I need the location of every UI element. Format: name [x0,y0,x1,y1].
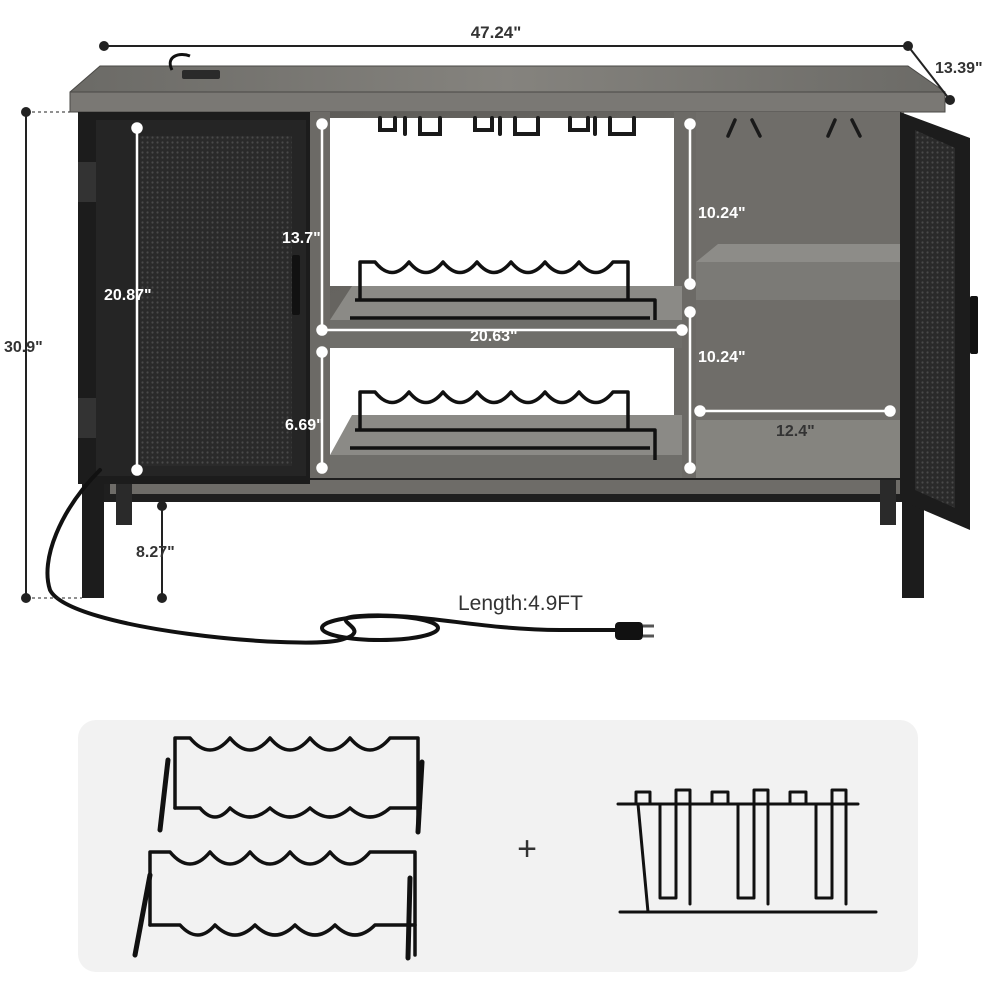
center-shelf [330,286,682,320]
plug-prongs [643,624,654,638]
inner-dimension-lines [131,118,896,476]
depth-dim-line [907,45,951,101]
right-width-dim-left [694,405,706,417]
plus-sign: + [517,830,537,868]
upper-open-dim-top [316,118,328,130]
center-width-label: 20.63" [470,328,518,345]
leg-back-right [880,480,896,525]
center-width-dim-right [676,324,688,336]
right-width-dim-right [884,405,896,417]
right-shelf-edge [696,262,902,300]
right-upper-label: 10.24" [698,205,746,222]
depth-label: 13.39" [935,60,983,77]
hinge-top [78,162,96,202]
leg-dim-end-top [157,501,167,511]
right-upper-dim-bottom [684,278,696,290]
power-cord-lower [45,468,617,645]
lower-opening-label: 6.69" [285,417,324,434]
upper-opening-label: 13.7" [282,230,321,247]
wine-rack-icon [132,736,425,961]
cord-coil [320,614,440,642]
width-label: 47.24" [471,23,522,42]
cord-length-label: Length:4.9FT [458,592,583,615]
right-upper-dim-top [684,118,696,130]
center-bottom-shelf [330,415,682,455]
center-shelf-edge [330,320,682,348]
right-shelf [696,244,902,262]
leg-height-label: 8.27" [136,544,175,561]
left-door-mesh [140,136,292,466]
door-height-label: 20.87" [104,287,152,304]
right-lower-dim-top [684,306,696,318]
center-opening-upper [330,118,682,286]
right-lower-dim-bottom [684,462,696,474]
right-door-mesh [915,130,955,508]
hinge-bottom [78,398,96,438]
leg-dim-end-bottom [157,593,167,603]
left-divider-panel [308,112,330,482]
depth-dim-end [945,95,955,105]
lower-open-dim-top [316,346,328,358]
height-label: 30.9" [4,339,43,356]
width-dim-end-left [99,41,109,51]
door-dim-bottom [131,464,143,476]
power-plug [615,622,643,640]
right-hooks [726,118,862,138]
leg-back-left [116,480,132,525]
cabinet-top-edge [69,91,946,113]
left-door-handle [292,255,300,315]
cabinet [45,53,978,645]
accessories-panel [78,720,918,972]
lower-open-dim-bottom [316,462,328,474]
right-lower-label: 10.24" [698,349,746,366]
door-dim-top [131,122,143,134]
power-outlet [182,70,220,79]
right-bottom-shelf [696,420,902,482]
leg-front-left [82,480,104,598]
right-door-handle [970,296,978,354]
upper-wine-rack [350,260,657,320]
lower-wine-rack [350,390,657,460]
right-width-label: 12.4" [776,423,815,440]
leg-front-right [902,480,924,598]
power-cord [168,53,191,71]
outer-dimension-lines [21,41,955,603]
glass-hanger-hooks [378,116,636,136]
glass-holder-icon [616,788,878,914]
